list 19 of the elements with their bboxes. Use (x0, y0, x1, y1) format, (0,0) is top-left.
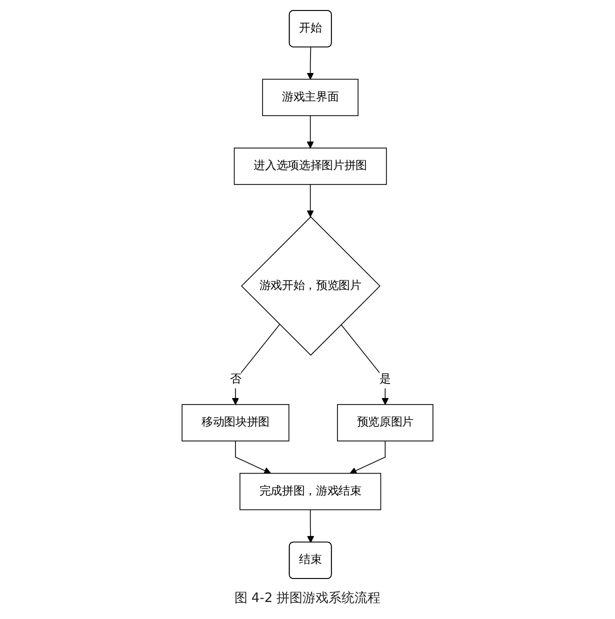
edge-label: 是 (380, 372, 391, 386)
process-box: 游戏主界面 (262, 78, 358, 116)
arrow (350, 440, 386, 474)
decision-diamond: 游戏开始，预览图片 (240, 216, 380, 356)
arrow (232, 324, 280, 405)
process-box: 进入选项选择图片拼图 (234, 148, 387, 185)
arrow (306, 46, 314, 80)
arrow (306, 184, 314, 218)
terminal-box: 开始 (288, 10, 332, 48)
terminal-box: 结束 (288, 542, 332, 579)
arrow (235, 440, 272, 474)
process-box: 预览原图片 (337, 404, 434, 442)
edge-label: 否 (230, 372, 242, 386)
arrow (306, 115, 314, 148)
arrow (307, 509, 314, 543)
figure-caption: 图 4-2 拼图游戏系统流程 (234, 590, 381, 607)
arrow (340, 324, 389, 405)
process-box: 移动图块拼图 (182, 404, 290, 442)
process-box: 完成拼图，游戏结束 (240, 472, 382, 510)
